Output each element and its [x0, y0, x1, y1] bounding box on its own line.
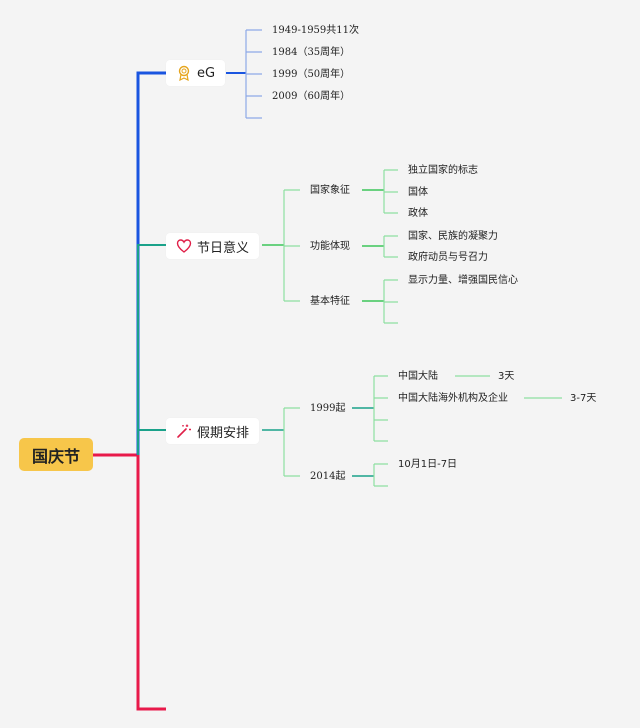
connector-root-bottom — [93, 453, 166, 711]
subtopic-node[interactable]: 功能体现 — [310, 241, 350, 252]
connector-branch-3 — [137, 429, 166, 455]
branch-node-label: eG — [197, 65, 216, 81]
subtopic-node[interactable]: 2014起 — [310, 471, 346, 482]
list-item: 独立国家的标志 — [408, 165, 478, 176]
branch-node-label: 假期安排 — [197, 425, 250, 441]
root-node[interactable]: 国庆节 — [19, 438, 93, 471]
branch-node-significance[interactable]: 节日意义 — [166, 233, 260, 259]
list-item: 2009（60周年） — [272, 91, 351, 102]
list-item: 国体 — [408, 187, 428, 198]
list-item: 1999（50周年） — [272, 69, 351, 80]
branch-node-label: 节日意义 — [197, 240, 250, 256]
list-item: 中国大陆 — [398, 371, 438, 382]
root-node-label: 国庆节 — [31, 446, 80, 466]
list-item: 中国大陆海外机构及企业 — [398, 393, 508, 404]
list-item: 国家、民族的凝聚力 — [408, 231, 498, 242]
list-item: 政体 — [408, 208, 428, 219]
subtopic-node[interactable]: 基本特征 — [310, 296, 350, 307]
award-ribbon-icon — [176, 65, 192, 81]
connector-branch-1 — [136, 71, 166, 455]
list-item: 政府动员与号召力 — [408, 252, 488, 263]
subtopic-node[interactable]: 1999起 — [310, 403, 346, 414]
list-item: 显示力量、增强国民信心 — [408, 275, 518, 286]
list-item-value: 3-7天 — [570, 393, 597, 404]
connector-branch-2 — [137, 244, 166, 455]
magic-wand-icon — [176, 423, 192, 439]
branch-node-history[interactable]: eG — [166, 60, 226, 86]
list-item: 1949-1959共11次 — [272, 25, 360, 36]
list-item-value: 3天 — [498, 371, 515, 382]
list-item: 1984（35周年） — [272, 47, 351, 58]
branch-node-holiday[interactable]: 假期安排 — [166, 418, 260, 444]
list-item: 10月1日-7日 — [398, 459, 458, 470]
heart-outline-icon — [176, 238, 192, 254]
subtopic-node[interactable]: 国家象征 — [310, 185, 350, 196]
